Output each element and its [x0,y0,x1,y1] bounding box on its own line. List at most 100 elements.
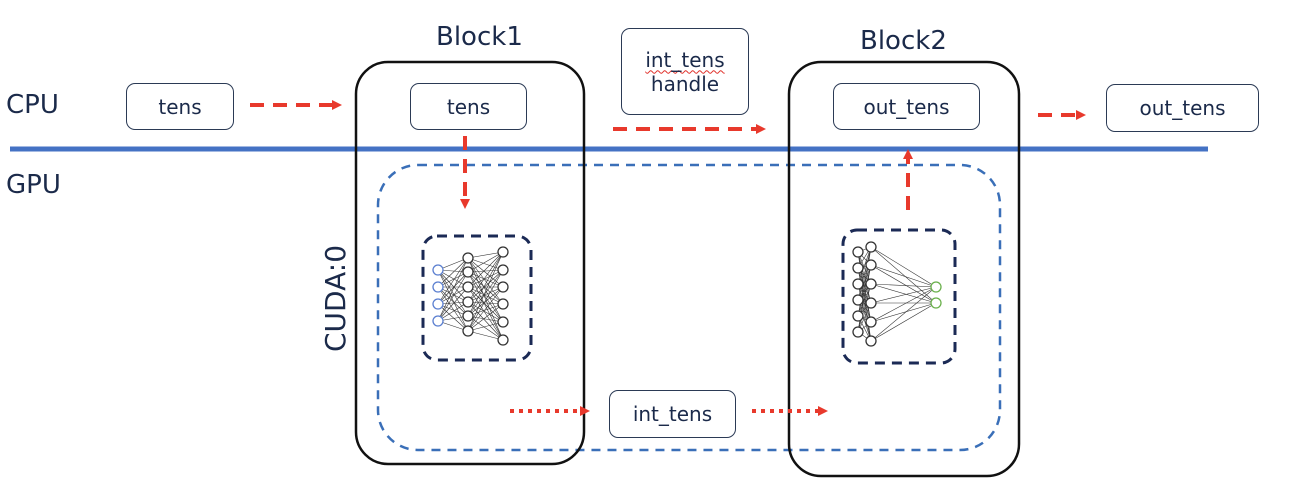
nn2-node [852,326,864,338]
nn2-edge [857,246,872,285]
nn1-node [497,298,509,310]
nn2-node [865,335,877,347]
nn1-edge [437,257,469,322]
nn2-frame [841,228,957,365]
nn1-edge [467,286,504,305]
nn2-edge [857,246,872,301]
nn2-edge [870,283,937,288]
nn1-edge [467,251,504,303]
nn1-edge [467,303,504,332]
nn1-edge [467,269,504,288]
nn2-edge [870,283,937,304]
nn1-edge [467,257,504,288]
nn1-edge [467,303,504,317]
nn1-edge [467,330,504,341]
nn1-node [462,325,474,337]
nn1-edge [437,286,469,305]
nn1-edge [467,271,504,288]
out-tens-block2-box: out_tens [833,83,980,130]
nn1-node [432,298,444,310]
nn1-edge [467,286,504,303]
nn1-edge [467,286,504,323]
nn1-edge [437,271,469,322]
nn2-node [852,262,864,274]
nn1-edge [437,269,469,288]
block2-label: Block2 [860,26,947,56]
nn2-edge [870,286,937,342]
nn2-edge [857,283,872,333]
nn2-node [865,316,877,328]
nn1-node [462,310,474,322]
nn1-edge [437,271,469,305]
nn1-edge [467,269,504,332]
int-tens-handle-box: int_tens handle [621,28,749,115]
nn1-edge [437,269,469,303]
cuda-label: CUDA:0 [319,244,353,353]
nn2-edge [857,267,872,304]
nn2-edge [870,286,937,323]
nn1-nodes [432,246,509,346]
block2-outline [787,60,1021,478]
out-tens-cpu-box: out_tens [1106,84,1259,132]
cuda-region [376,163,1002,452]
nn2-edge [870,246,937,288]
nn2-node [865,241,877,253]
nn1-edge [467,269,504,273]
nn1-edge [437,303,469,332]
nn1-node [462,281,474,293]
tens-cpu-box: tens [126,83,234,130]
nn1-edge [437,286,469,322]
nn2-edge [870,302,937,342]
int-tens-handle-line2: handle [650,71,720,96]
nn1-edge [467,251,504,317]
nn1-edge [467,257,504,323]
nn1-edges [437,251,504,341]
nn1-edge [437,269,469,317]
nn2-node [852,278,864,290]
nn2-edge [857,251,872,304]
nn1-node [497,281,509,293]
nn2-edge [870,302,937,323]
nn1-edge [467,321,504,332]
nn2-edge [870,264,937,304]
nn2-node [865,259,877,271]
gpu-label: GPU [6,170,61,200]
nn1-node [462,252,474,264]
int-tens-gpu-box: int_tens [609,390,736,438]
nn1-edge [467,251,504,259]
nn1-edge [467,257,504,305]
int-tens-gpu-label: int_tens [632,402,713,426]
nn1-node [497,334,509,346]
nn1-node [432,264,444,276]
nn2-edge [857,251,872,285]
int-tens-handle-line1: int_tens [645,47,725,72]
nn1-edge [467,315,504,341]
nn1-edge [467,271,504,323]
nn1-edge [467,286,504,341]
nn1-node [497,246,509,258]
nn1-frame [421,234,533,362]
nn1-edge [467,286,504,317]
nn1-edge [437,257,469,288]
nn1-node [497,264,509,276]
nn2-node [930,297,942,309]
block1-outline [354,60,586,466]
nn2-node [852,246,864,258]
nn2-node [852,310,864,322]
nn1-edge [467,251,504,332]
tens-block1-box: tens [410,83,527,130]
nn1-edge [437,286,469,332]
nn2-node [930,281,942,293]
nn2-edge [870,286,937,304]
nn2-nodes [852,241,942,347]
nn1-edge [467,301,504,305]
nn1-edge [467,251,504,288]
out-tens-cpu-label: out_tens [1139,96,1226,120]
nn1-node [497,316,509,328]
nn1-edge [467,251,504,273]
nn2-node [852,294,864,306]
nn2-node [865,278,877,290]
nn1-node [462,296,474,308]
nn1-edge [467,286,504,332]
block1-label: Block1 [436,22,523,52]
